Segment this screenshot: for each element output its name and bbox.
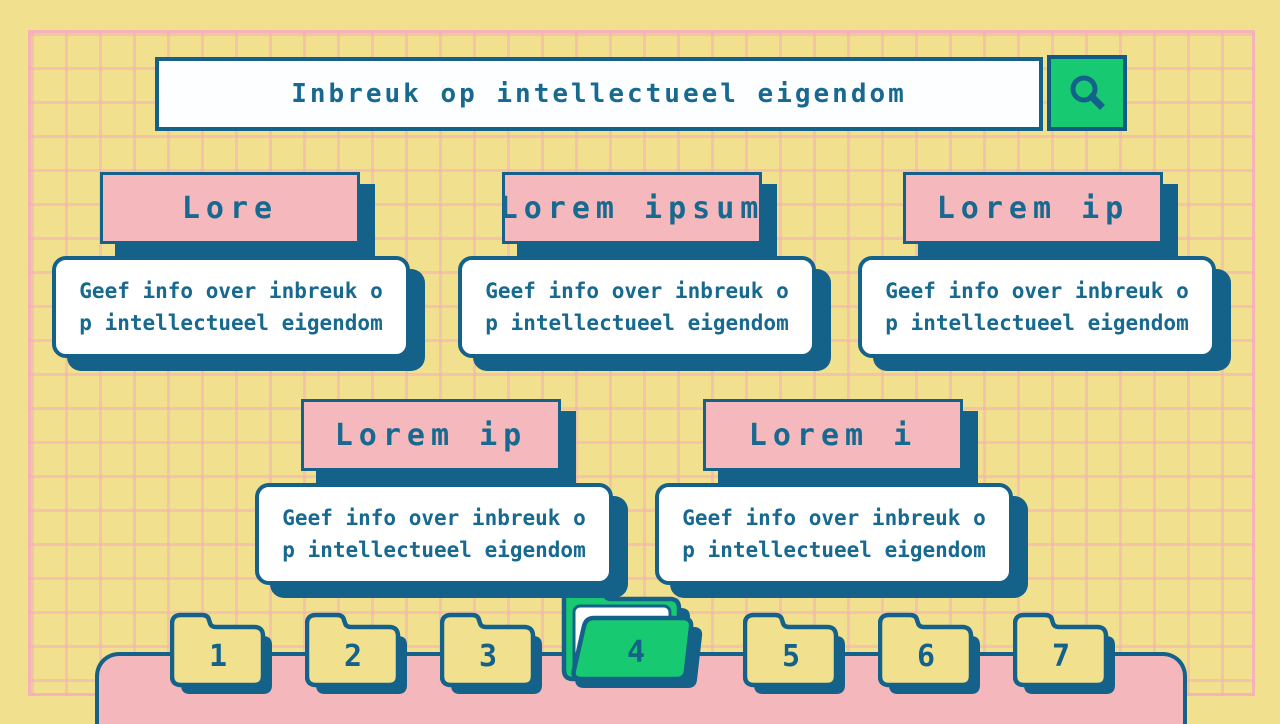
card-title-3[interactable]: Lorem ip: [903, 172, 1163, 244]
card-title-3-label: Lorem ip: [936, 190, 1130, 226]
folder-number: 1: [209, 639, 227, 674]
folder-tab-1[interactable]: 1: [170, 606, 274, 694]
folder-number: 2: [344, 639, 362, 674]
card-title-1[interactable]: Lore: [100, 172, 360, 244]
folder-tab-5[interactable]: 5: [743, 606, 847, 694]
folder-icon: [1013, 612, 1109, 688]
card-title-4[interactable]: Lorem ip: [301, 399, 561, 471]
card-description-3-text: Geef info over inbreuk op intellectueel …: [885, 279, 1189, 335]
card-description-3: Geef info over inbreuk op intellectueel …: [858, 256, 1216, 358]
open-folder-flap: [571, 615, 694, 682]
card-title-5[interactable]: Lorem i: [703, 399, 963, 471]
folder-icon: [170, 612, 266, 688]
folder-tab-2[interactable]: 2: [305, 606, 409, 694]
folder-icon: [440, 612, 536, 688]
folder-icon: [878, 612, 974, 688]
card-description-4: Geef info over inbreuk op intellectueel …: [255, 483, 613, 585]
search-button[interactable]: [1047, 55, 1127, 131]
folder-number: 5: [782, 639, 800, 674]
folder-number: 4: [627, 635, 645, 670]
folder-tab-3[interactable]: 3: [440, 606, 544, 694]
folder-number: 6: [917, 639, 935, 674]
search-input[interactable]: Inbreuk op intellectueel eigendom: [155, 57, 1043, 131]
folder-icon: [743, 612, 839, 688]
folder-icon: [305, 612, 401, 688]
card-title-5-label: Lorem i: [748, 417, 918, 453]
card-description-1-text: Geef info over inbreuk op intellectueel …: [79, 279, 383, 335]
folder-tab-4-open[interactable]: 4: [560, 580, 712, 696]
magnifier-icon: [1064, 70, 1110, 116]
card-description-1: Geef info over inbreuk op intellectueel …: [52, 256, 410, 358]
search-query-text: Inbreuk op intellectueel eigendom: [291, 79, 907, 109]
folder-tab-6[interactable]: 6: [878, 606, 982, 694]
card-description-5: Geef info over inbreuk op intellectueel …: [655, 483, 1013, 585]
card-title-1-label: Lore: [181, 190, 279, 226]
card-description-2-text: Geef info over inbreuk op intellectueel …: [485, 279, 789, 335]
folder-number: 3: [479, 639, 497, 674]
card-title-2-label: Lorem ipsum: [499, 190, 765, 226]
card-description-2: Geef info over inbreuk op intellectueel …: [458, 256, 816, 358]
card-description-4-text: Geef info over inbreuk op intellectueel …: [282, 506, 586, 562]
card-title-2[interactable]: Lorem ipsum: [499, 172, 765, 244]
folder-number: 7: [1052, 639, 1070, 674]
card-description-5-text: Geef info over inbreuk op intellectueel …: [682, 506, 986, 562]
grid-background: [28, 30, 1255, 696]
folder-tab-7[interactable]: 7: [1013, 606, 1117, 694]
card-title-4-label: Lorem ip: [334, 417, 528, 453]
